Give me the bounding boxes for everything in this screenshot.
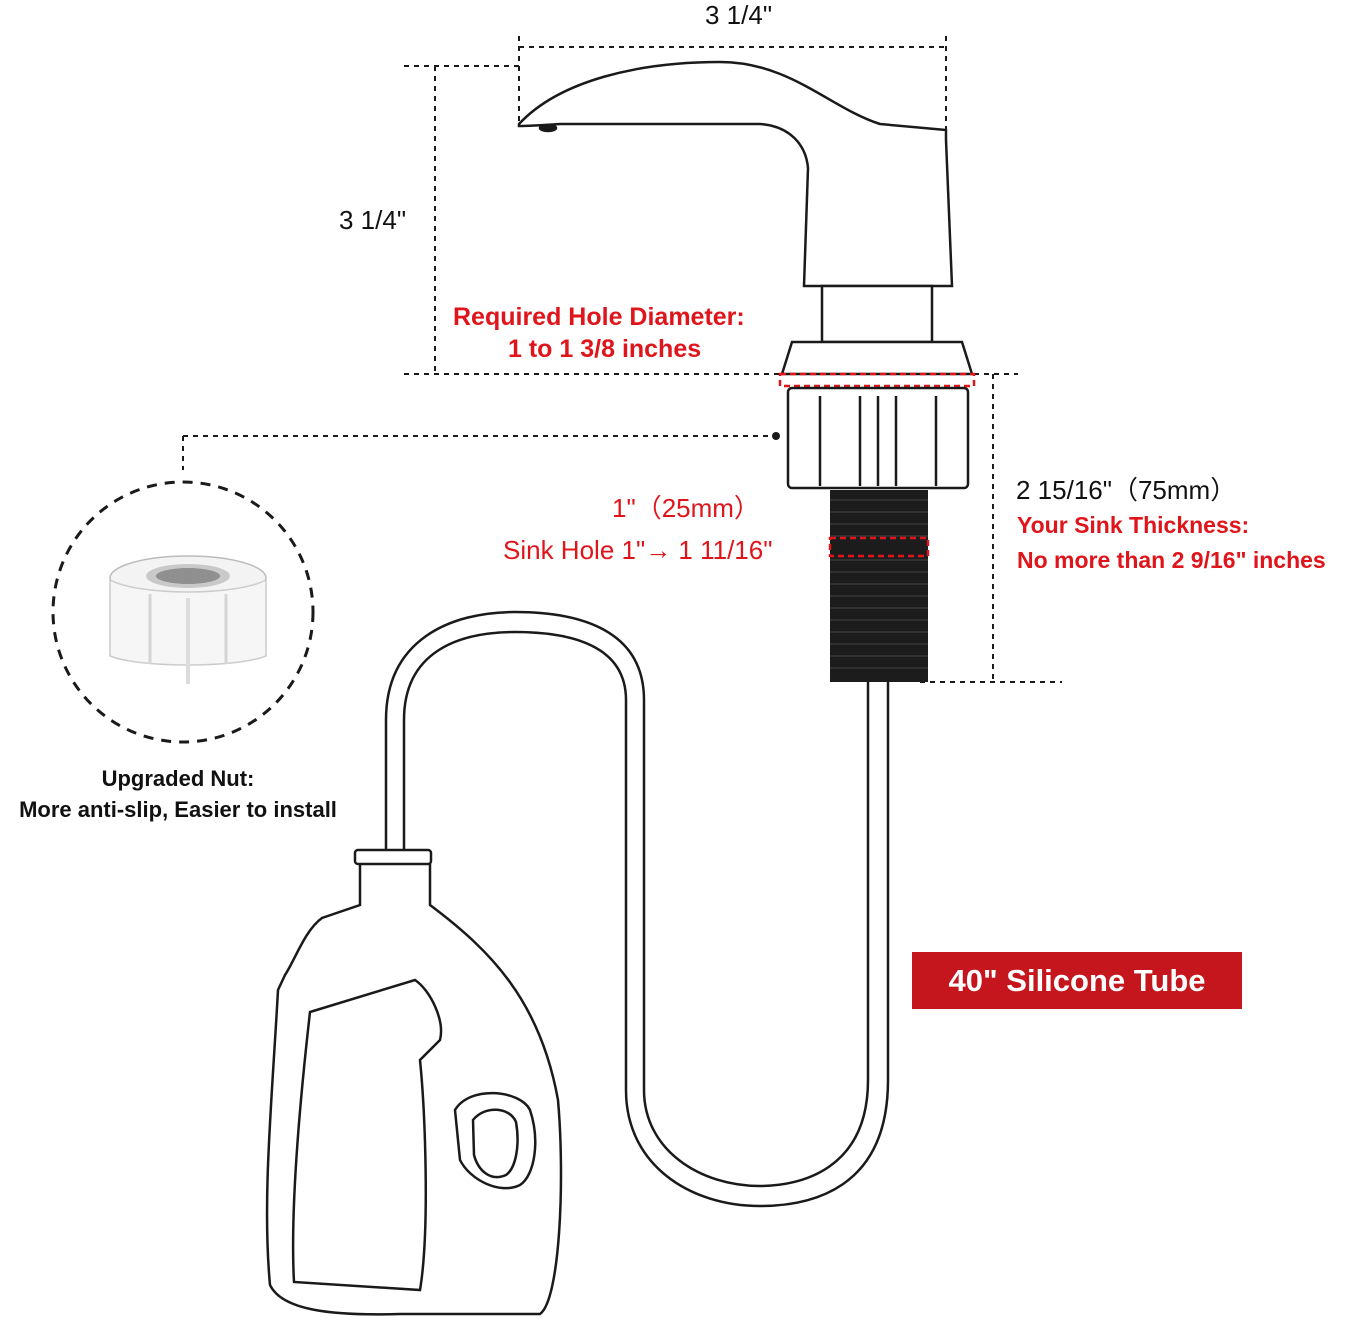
silicone-tube-icon — [384, 610, 890, 1208]
leader-dot — [772, 432, 780, 440]
nut-description: More anti-slip, Easier to install — [19, 797, 337, 822]
shank-diameter-label: 1"（25mm） — [612, 493, 760, 523]
nut-detail-circle — [51, 480, 315, 744]
shank-length-label: 2 15/16"（75mm） — [1016, 475, 1237, 505]
top-width-label: 3 1/4" — [705, 0, 773, 30]
spout-height-label: 3 1/4" — [339, 205, 407, 235]
nut-title: Upgraded Nut: — [101, 766, 255, 791]
mounting-nut-icon — [786, 386, 970, 490]
silicone-tube-badge: 40" Silicone Tube — [912, 952, 1242, 1009]
upgraded-nut-icon — [109, 555, 267, 684]
hole-diameter-title: Required Hole Diameter: — [453, 303, 745, 331]
sink-thickness-value: No more than 2 9/16" inches — [1017, 547, 1326, 573]
soap-bottle-icon — [265, 848, 563, 1316]
hole-diameter-value: 1 to 1 3/8 inches — [508, 335, 702, 363]
soap-pump-head-icon — [517, 60, 974, 376]
threaded-shank-icon — [828, 490, 930, 682]
sink-hole-label: Sink Hole 1"→ 1 11/16" — [503, 535, 773, 565]
sink-thickness-title: Your Sink Thickness: — [1017, 512, 1250, 538]
hole-marker — [778, 372, 976, 388]
